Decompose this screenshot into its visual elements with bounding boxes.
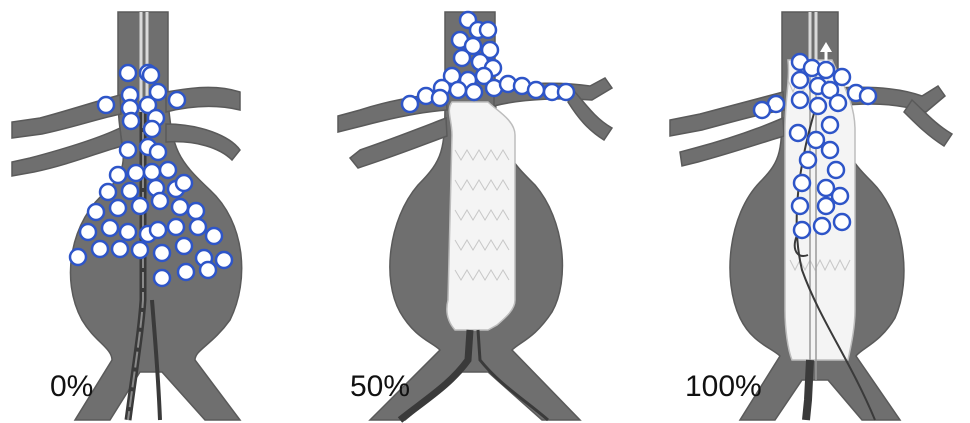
panel-0: 0% bbox=[12, 12, 242, 420]
panel-50: 50% bbox=[338, 12, 612, 420]
stage-label: 100% bbox=[685, 370, 762, 403]
stent-graft bbox=[447, 102, 515, 330]
panel-100: 100% bbox=[670, 12, 952, 420]
stage-label: 0% bbox=[50, 370, 93, 403]
stage-label: 50% bbox=[350, 370, 410, 403]
